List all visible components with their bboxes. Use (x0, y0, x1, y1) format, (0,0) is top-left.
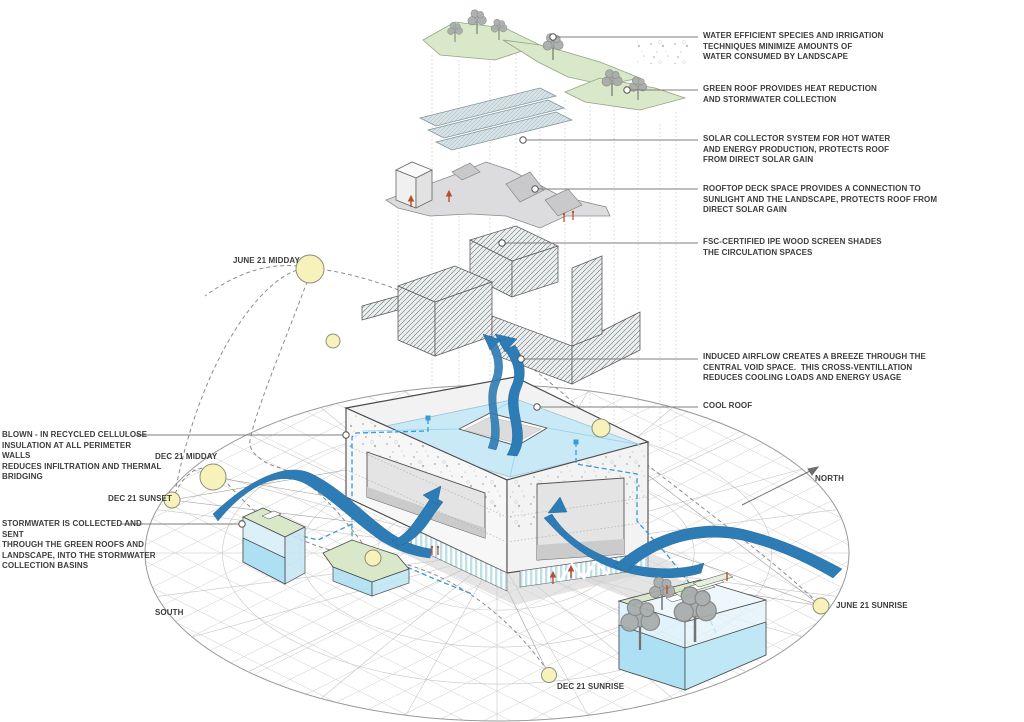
airflow-arrowhead (547, 496, 568, 514)
sun-icon-dec-sunset (163, 491, 181, 509)
wood-screen-layer (361, 225, 641, 385)
label-south: SOUTH (155, 608, 184, 617)
stormwater-basins (242, 507, 768, 691)
sun-icon (591, 418, 611, 438)
label-north: NORTH (815, 474, 844, 483)
leader-lines (120, 36, 698, 525)
sun-icon (364, 549, 382, 567)
sun-icon (325, 333, 341, 349)
annotation-rooftop-deck: ROOFTOP DECK SPACE PROVIDES A CONNECTION… (703, 184, 938, 214)
airflow-arrows (212, 333, 843, 579)
label-june-21-sunrise: JUNE 21 SUNRISE (836, 601, 908, 610)
annotation-water-efficient: WATER EFFICIENT SPECIES AND IRRIGATION T… (703, 31, 884, 61)
annotation-cool-roof: COOL ROOF (703, 401, 753, 410)
airflow-arrow (504, 344, 525, 457)
airflow-arrowhead (482, 333, 502, 351)
leader-dots (238, 33, 631, 528)
people-figures (407, 189, 728, 594)
label-dec-21-sunrise: DEC 21 SUNRISE (557, 682, 625, 691)
airflow-arrow (212, 469, 433, 559)
airflow-arrowhead (422, 485, 442, 506)
annotation-green-roof: GREEN ROOF PROVIDES HEAT REDUCTION AND S… (703, 84, 877, 104)
north-arrow-icon (741, 466, 820, 506)
seed-speckle (637, 38, 689, 64)
landscape-layer (422, 9, 689, 111)
insulation-node-marker (425, 415, 579, 445)
sun-icon-dec-sunrise (541, 667, 557, 683)
annotation-induced-airflow: INDUCED AIRFLOW CREATES A BREEZE THROUGH… (703, 352, 926, 382)
annotation-stormwater: STORMWATER IS COLLECTED AND SENT THROUGH… (2, 519, 156, 570)
airflow-arrow (613, 525, 843, 579)
annotation-solar-collector: SOLAR COLLECTOR SYSTEM FOR HOT WATER AND… (703, 134, 891, 164)
airflow-arrow (487, 343, 503, 451)
label-dec-21-sunset: DEC 21 SUNSET (108, 494, 172, 503)
sun-positions (163, 254, 830, 683)
annotation-wood-screen: FSC-CERTIFIED IPE WOOD SCREEN SHADES THE… (703, 237, 882, 257)
rooftop-deck-layer (385, 161, 611, 229)
label-dec-21-midday: DEC 21 MIDDAY (155, 452, 218, 461)
sun-icon-june-midday (295, 254, 325, 284)
airflow-arrowhead (494, 333, 518, 353)
annotation-insulation: BLOWN - IN RECYCLED CELLULOSE INSULATION… (2, 430, 162, 481)
sun-icon-dec-midday (199, 463, 227, 491)
solar-collector-layer (418, 87, 574, 151)
sun-icon-june-sunrise (812, 597, 830, 615)
label-june-21-midday: JUNE 21 MIDDAY (233, 256, 300, 265)
